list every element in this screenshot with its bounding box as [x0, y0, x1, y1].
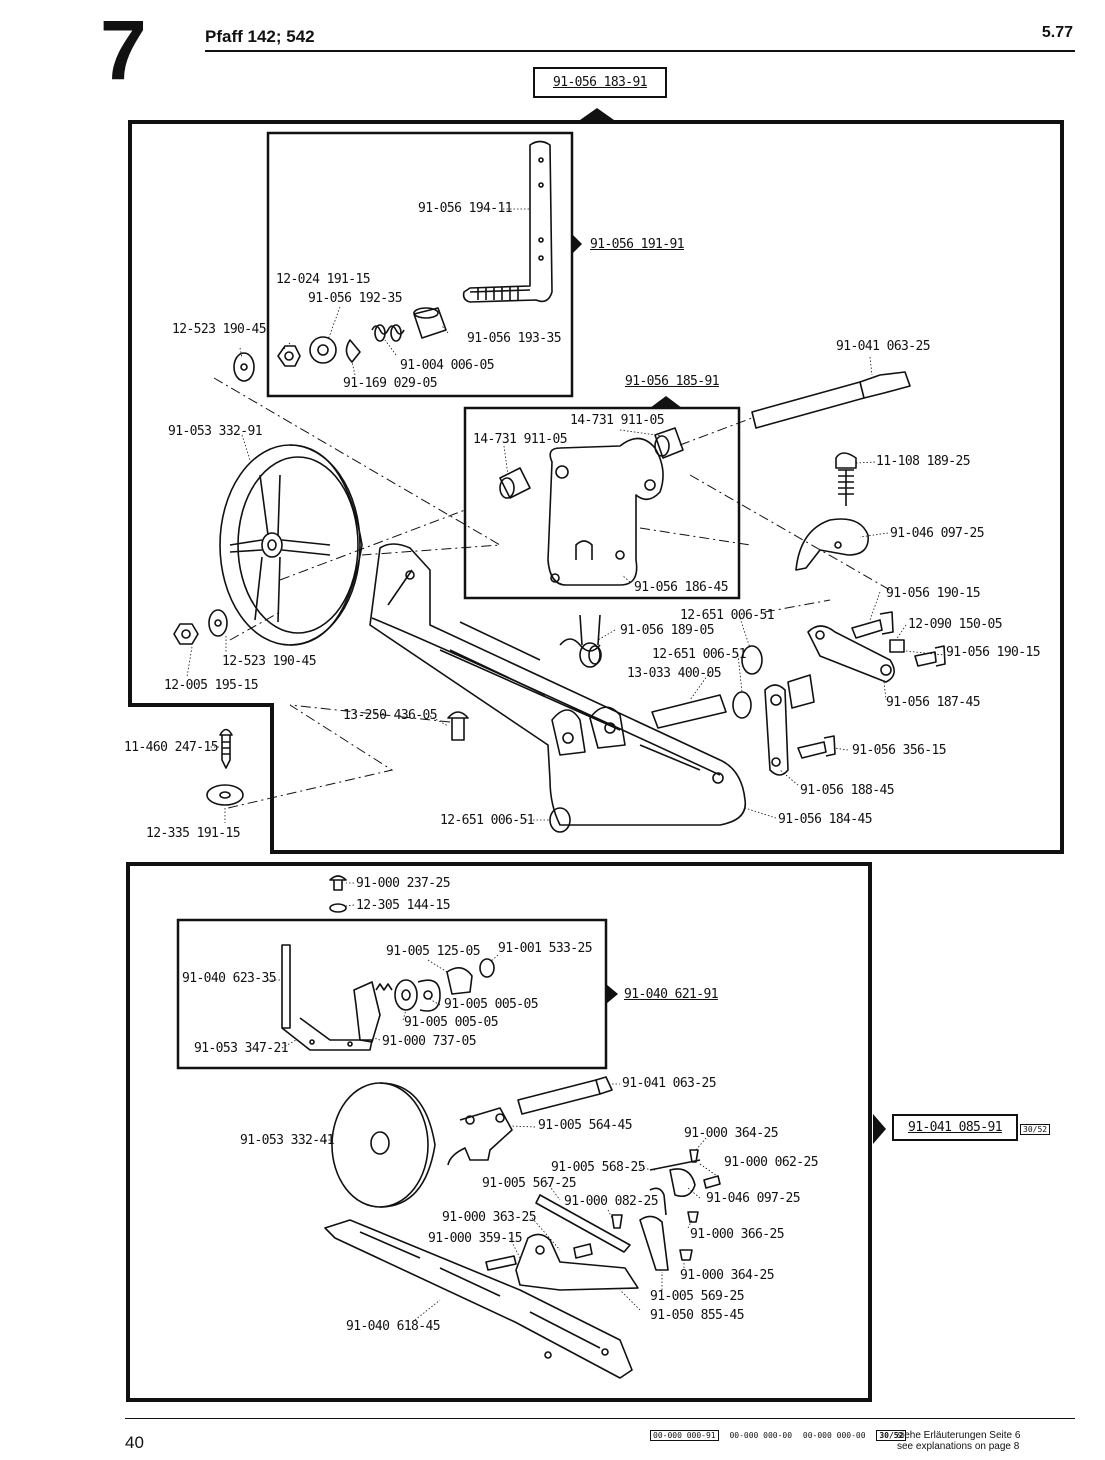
- part-label: 91-005 125-05: [386, 944, 481, 959]
- footer-code: 00-000 000-00: [729, 1431, 793, 1440]
- part-label: 91-053 347-21: [194, 1041, 289, 1056]
- footer-codes: 00-000 000-91 00-000 000-00 00-000 000-0…: [650, 1430, 907, 1441]
- subgroup2-arrow: [650, 396, 682, 408]
- part-label: 12-651 006-51: [440, 813, 535, 828]
- part-label: 91-056 356-15: [852, 743, 947, 758]
- header-rule: [205, 50, 1075, 52]
- page-number: 40: [125, 1433, 144, 1452]
- part-label: 91-040 623-35: [182, 971, 277, 986]
- part-label: 91-056 186-45: [634, 580, 729, 595]
- part-label: 12-523 190-45: [222, 654, 317, 669]
- bottom-main-ref-code: 30/52: [1020, 1124, 1051, 1135]
- footer-code: 30/52: [876, 1430, 907, 1441]
- part-label: 12-090 150-05: [908, 617, 1003, 632]
- part-label: 12-335 191-15: [146, 826, 241, 841]
- main-ref-arrow: [580, 108, 614, 120]
- part-label: 11-108 189-25: [876, 454, 971, 469]
- part-label: 91-001 533-25: [498, 941, 593, 956]
- part-label: 14-731 911-05: [473, 432, 568, 447]
- footer-note-de: siehe Erläuterungen Seite 6: [897, 1430, 1021, 1441]
- part-label: 91-040 618-45: [346, 1319, 441, 1334]
- part-label: 91-005 569-25: [650, 1289, 745, 1304]
- part-label: 91-000 237-25: [356, 876, 451, 891]
- section-number: 7: [100, 3, 147, 97]
- part-label: 91-005 005-05: [444, 997, 539, 1012]
- top-assembly-frame: [128, 120, 1064, 854]
- part-label: 91-053 332-41: [240, 1133, 335, 1148]
- part-label: 12-024 191-15: [276, 272, 371, 287]
- bottom-main-ref[interactable]: 91-041 085-91: [892, 1114, 1018, 1141]
- subgroup-2-ref[interactable]: 91-056 185-91: [625, 374, 720, 389]
- part-label: 91-056 184-45: [778, 812, 873, 827]
- part-label: 91-000 082-25: [564, 1194, 659, 1209]
- bottom-assembly-frame: [126, 862, 872, 1402]
- footer-note: siehe Erläuterungen Seite 6 see explanat…: [897, 1430, 1020, 1452]
- subgroup1-arrow: [572, 234, 582, 254]
- part-label: 12-005 195-15: [164, 678, 259, 693]
- part-label: 91-056 192-35: [308, 291, 403, 306]
- part-label: 91-041 063-25: [836, 339, 931, 354]
- footer-note-en: see explanations on page 8: [897, 1441, 1020, 1452]
- part-label: 13-033 400-05: [627, 666, 722, 681]
- part-label: 91-056 190-15: [946, 645, 1041, 660]
- footer-rule: [125, 1418, 1075, 1419]
- part-label: 91-005 567-25: [482, 1176, 577, 1191]
- part-label: 91-056 188-45: [800, 783, 895, 798]
- part-label: 91-046 097-25: [890, 526, 985, 541]
- part-label: 91-000 737-05: [382, 1034, 477, 1049]
- part-label: 91-000 366-25: [690, 1227, 785, 1242]
- footer-code: 00-000 000-00: [802, 1431, 866, 1440]
- part-label: 91-056 189-05: [620, 623, 715, 638]
- footer-code: 00-000 000-91: [650, 1430, 719, 1441]
- part-label: 91-169 029-05: [343, 376, 438, 391]
- part-label: 91-056 187-45: [886, 695, 981, 710]
- part-label: 11-460 247-15: [124, 740, 219, 755]
- subgroup-2-frame: [463, 406, 741, 600]
- bottom-subgroup-ref[interactable]: 91-040 621-91: [624, 987, 719, 1002]
- part-label: 91-000 363-25: [442, 1210, 537, 1225]
- part-label: 91-005 564-45: [538, 1118, 633, 1133]
- top-main-ref[interactable]: 91-056 183-91: [533, 67, 667, 98]
- part-label: 91-056 194-11: [418, 201, 513, 216]
- part-label: 91-000 364-25: [684, 1126, 779, 1141]
- part-label: 91-000 364-25: [680, 1268, 775, 1283]
- part-label: 91-000 359-15: [428, 1231, 523, 1246]
- part-label: 91-050 855-45: [650, 1308, 745, 1323]
- subgroup-1-ref[interactable]: 91-056 191-91: [590, 237, 685, 252]
- bottom-main-arrow: [873, 1114, 886, 1144]
- part-label: 91-056 190-15: [886, 586, 981, 601]
- part-label: 91-004 006-05: [400, 358, 495, 373]
- part-label: 91-000 062-25: [724, 1155, 819, 1170]
- part-label: 91-005 568-25: [551, 1160, 646, 1175]
- part-label: 13-250 436-05: [343, 708, 438, 723]
- bottom-subgroup-arrow: [606, 984, 618, 1004]
- part-label: 12-305 144-15: [356, 898, 451, 913]
- part-label: 91-053 332-91: [168, 424, 263, 439]
- part-label: 91-046 097-25: [706, 1191, 801, 1206]
- part-label: 14-731 911-05: [570, 413, 665, 428]
- model-title: Pfaff 142; 542: [205, 27, 315, 46]
- part-label: 12-651 006-51: [652, 647, 747, 662]
- part-label: 12-651 006-51: [680, 608, 775, 623]
- part-label: 12-523 190-45: [172, 322, 267, 337]
- part-label: 91-056 193-35: [467, 331, 562, 346]
- part-label: 91-041 063-25: [622, 1076, 717, 1091]
- part-label: 91-005 005-05: [404, 1015, 499, 1030]
- subgroup-1-frame: [266, 131, 574, 398]
- revision-date: 5.77: [1041, 24, 1073, 41]
